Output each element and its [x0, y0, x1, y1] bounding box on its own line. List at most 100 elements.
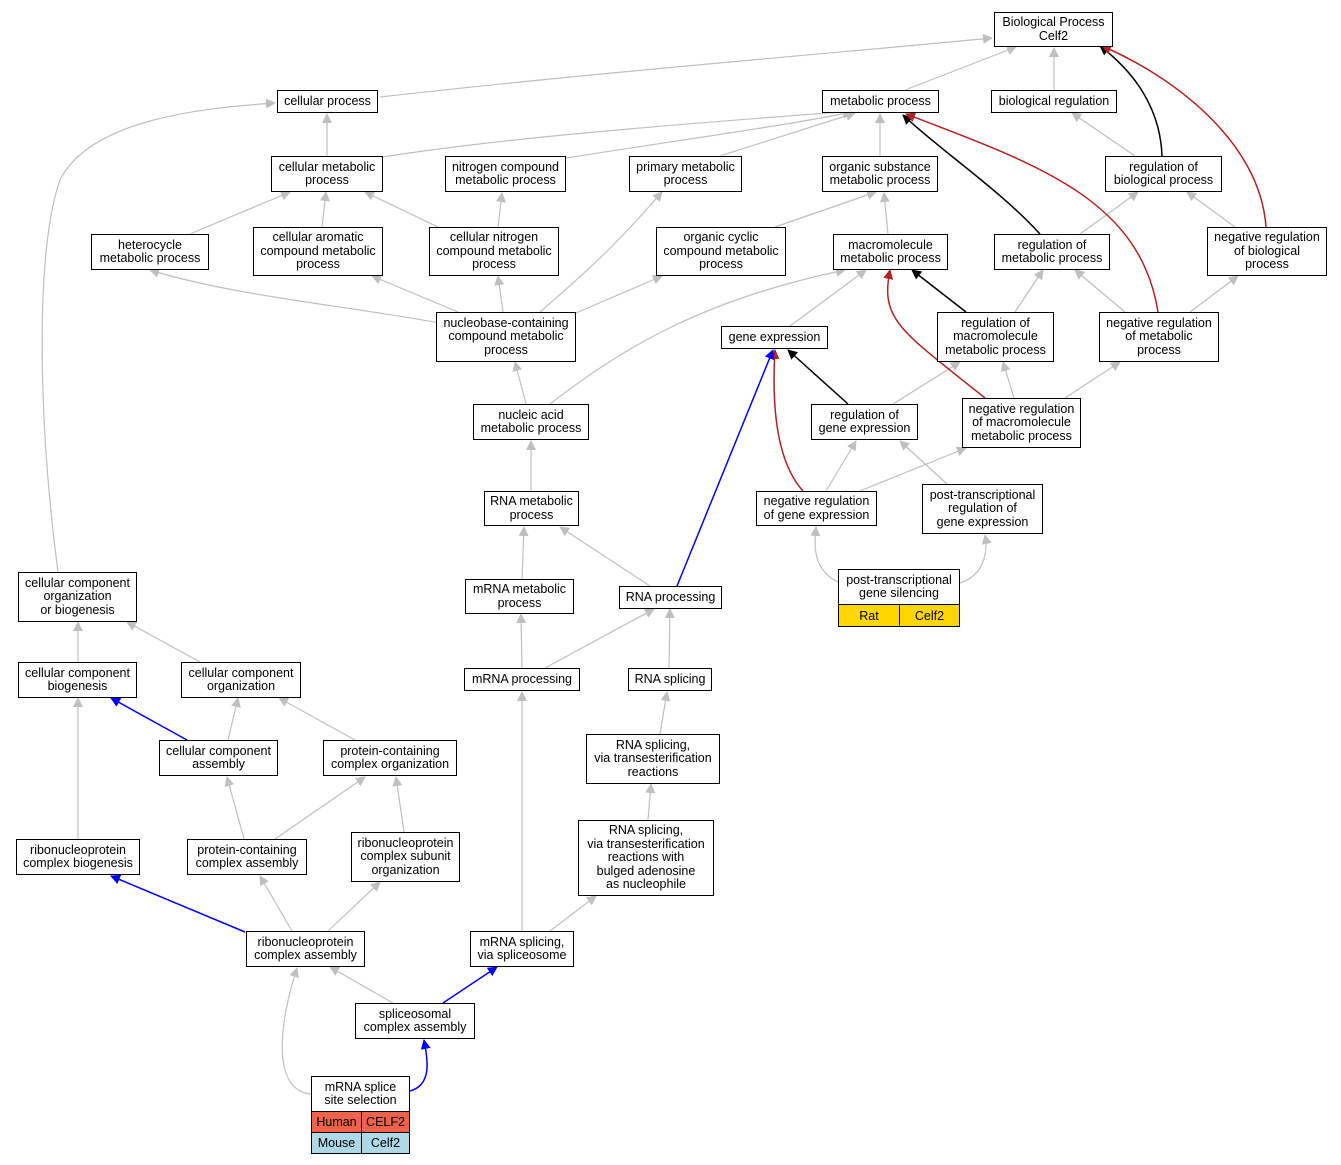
node-macromolecule-metabolic-process[interactable]: macromolecule metabolic process: [833, 234, 948, 270]
node-cellular-component-assembly[interactable]: cellular component assembly: [159, 740, 278, 776]
edge-rnp-assembly-to-rnp-biogenesis: [110, 874, 246, 933]
node-cellular-aromatic-compound-metabolic-process[interactable]: cellular aromatic compound metabolic pro…: [253, 227, 383, 276]
edge-aromatic-to-cellular-metabolic: [320, 191, 330, 228]
edge-neg-reg-macromolecule-to-macromolecule: [883, 269, 986, 399]
node-ribonucleoprotein-complex-biogenesis[interactable]: ribonucleoprotein complex biogenesis: [16, 839, 140, 875]
node-rna-metabolic-process[interactable]: RNA metabolic process: [484, 491, 579, 526]
node-rna-splicing[interactable]: RNA splicing: [628, 668, 712, 691]
edge-spliceosomal-to-mrna-splicing: [442, 966, 498, 1004]
edge-primary-to-metabolic: [719, 110, 856, 157]
gene-cell-human-celf2: CELF2: [361, 1111, 410, 1133]
edge-rna-splicing-to-rna-processing: [664, 608, 675, 669]
edge-mrna-metabolic-to-rna-metabolic: [518, 526, 529, 580]
node-rna-processing[interactable]: RNA processing: [619, 586, 722, 609]
edge-neg-reg-metabolic-to-metabolic: [905, 112, 1159, 313]
node-nitrogen-compound-metabolic-process[interactable]: nitrogen compound metabolic process: [445, 156, 566, 192]
edge-rna-processing-to-gene-expression: [676, 349, 775, 587]
node-metabolic-process[interactable]: metabolic process: [822, 90, 939, 113]
edge-organic-cyclic-to-organic-substance: [774, 190, 877, 228]
edge-bulged-to-rna-splicing-trans: [645, 783, 656, 821]
node-mrna-processing[interactable]: mRNA processing: [464, 668, 580, 691]
edge-silencing-to-neg-reg-gene: [810, 526, 841, 584]
node-ribonucleoprotein-complex-subunit-organization[interactable]: ribonucleoprotein complex subunit organi…: [351, 832, 460, 882]
gene-cell-mouse-celf2: Celf2: [361, 1132, 410, 1154]
node-cellular-component-organization[interactable]: cellular component organization: [181, 662, 301, 698]
node-cellular-metabolic-process[interactable]: cellular metabolic process: [271, 156, 383, 192]
edge-neg-reg-metabolic-to-reg-metabolic: [1074, 269, 1126, 313]
node-organic-cyclic-compound-metabolic-process[interactable]: organic cyclic compound metabolic proces…: [656, 227, 786, 276]
node-regulation-of-macromolecule-metabolic-process[interactable]: regulation of macromolecule metabolic pr…: [937, 312, 1054, 362]
edge-neg-reg-bp-to-root: [1101, 44, 1267, 228]
edge-neg-reg-gene-to-neg-reg-macromolecule: [859, 446, 967, 492]
node-biological-process-root[interactable]: Biological Process Celf2: [994, 12, 1113, 47]
node-heterocycle-metabolic-process[interactable]: heterocycle metabolic process: [91, 234, 209, 270]
edge-nucleic-acid-to-macromolecule: [549, 266, 846, 405]
node-post-transcriptional-gene-silencing[interactable]: post-transcriptional gene silencing: [838, 569, 960, 605]
gene-cell-rat-celf2: Celf2: [899, 604, 960, 627]
edge-protein-complex-assembly-to-protein-complex-org: [274, 776, 366, 840]
edge-ccob-to-cellular-process: [41, 98, 276, 573]
edge-reg-metabolic-to-metabolic: [902, 114, 1041, 235]
species-cell-rat: Rat: [838, 604, 900, 627]
node-regulation-of-biological-process[interactable]: regulation of biological process: [1105, 156, 1222, 192]
edge-rnp-assembly-to-protein-complex-assembly: [259, 875, 293, 932]
edge-heterocycle-to-cellular-metabolic: [189, 190, 291, 235]
edge-post-trans-reg-to-reg-gene: [899, 440, 948, 485]
edge-cellular-process-to-root: [379, 33, 993, 98]
node-cellular-process[interactable]: cellular process: [277, 90, 378, 113]
edge-neg-reg-gene-to-gene-expression: [769, 349, 804, 492]
edge-neg-reg-gene-to-reg-gene: [825, 440, 857, 492]
node-cellular-component-biogenesis[interactable]: cellular component biogenesis: [18, 662, 137, 698]
edge-cc-assembly-to-cc-biogenesis: [110, 697, 188, 741]
node-mrna-metabolic-process[interactable]: mRNA metabolic process: [465, 579, 574, 614]
node-negative-regulation-of-metabolic-process[interactable]: negative regulation of metabolic process: [1099, 312, 1219, 362]
edge-layer: [41, 33, 1267, 1095]
node-negative-regulation-of-gene-expression[interactable]: negative regulation of gene expression: [756, 491, 877, 526]
species-cell-mouse: Mouse: [311, 1132, 362, 1154]
edge-reg-metabolic-to-reg-bp: [1079, 191, 1139, 235]
node-protein-containing-complex-assembly[interactable]: protein-containing complex assembly: [187, 839, 307, 875]
edge-nucleic-acid-to-nucleobase: [512, 361, 527, 405]
edge-cellular-metabolic-to-metabolic: [382, 106, 853, 158]
node-protein-containing-complex-organization[interactable]: protein-containing complex organization: [323, 740, 457, 776]
node-regulation-of-gene-expression[interactable]: regulation of gene expression: [811, 404, 918, 440]
node-primary-metabolic-process[interactable]: primary metabolic process: [629, 156, 742, 192]
node-regulation-of-metabolic-process[interactable]: regulation of metabolic process: [994, 234, 1110, 270]
edge-silencing-to-post-trans-reg: [959, 534, 992, 584]
node-cellular-component-organization-or-biogenesis[interactable]: cellular component organization or bioge…: [18, 572, 137, 622]
node-ribonucleoprotein-complex-assembly[interactable]: ribonucleoprotein complex assembly: [246, 931, 365, 967]
edge-nucleobase-to-heterocycle: [149, 267, 441, 324]
edge-splice-site-to-rnp-assembly: [281, 967, 312, 1095]
edge-gene-expression-to-macromolecule: [789, 269, 867, 327]
node-gene-expression[interactable]: gene expression: [721, 326, 828, 349]
node-negative-regulation-of-biological-process[interactable]: negative regulation of biological proces…: [1207, 227, 1327, 276]
node-post-transcriptional-regulation-of-gene-expression[interactable]: post-transcriptional regulation of gene …: [922, 484, 1043, 534]
edge-macromolecule-to-organic-substance: [879, 192, 890, 235]
edge-nucleobase-to-cell-nitrogen: [494, 275, 505, 313]
edge-protein-complex-org-to-cc-organization: [278, 697, 356, 741]
node-nucleic-acid-metabolic-process[interactable]: nucleic acid metabolic process: [473, 404, 589, 440]
edge-nucleobase-to-organic-cyclic: [575, 274, 663, 314]
edge-protein-complex-assembly-to-cc-assembly: [224, 776, 245, 840]
node-biological-regulation[interactable]: biological regulation: [991, 90, 1117, 113]
edge-metabolic-to-root: [904, 45, 1017, 91]
node-mrna-splice-site-selection[interactable]: mRNA splice site selection: [311, 1076, 410, 1112]
edge-reg-macromolecule-to-macromolecule: [911, 269, 967, 313]
node-nucleobase-containing-compound-metabolic-process[interactable]: nucleobase-containing compound metabolic…: [436, 312, 576, 362]
node-cellular-nitrogen-compound-metabolic-process[interactable]: cellular nitrogen compound metabolic pro…: [429, 227, 559, 276]
species-cell-human: Human: [311, 1111, 362, 1133]
node-rna-splicing-via-transesterification-reactions[interactable]: RNA splicing, via transesterification re…: [586, 734, 720, 784]
edge-cell-nitrogen-to-cellular-metabolic: [364, 191, 441, 229]
node-spliceosomal-complex-assembly[interactable]: spliceosomal complex assembly: [355, 1003, 475, 1039]
edge-nucleobase-to-primary: [539, 191, 663, 313]
edge-rna-processing-to-rna-metabolic: [559, 526, 651, 587]
node-rna-splicing-bulged-adenosine[interactable]: RNA splicing, via transesterification re…: [578, 820, 714, 896]
edge-nucleobase-to-aromatic: [371, 274, 459, 313]
edge-reg-macromolecule-to-reg-metabolic: [1014, 269, 1044, 313]
edge-mrna-processing-to-mrna-metabolic: [516, 613, 527, 669]
node-organic-substance-metabolic-process[interactable]: organic substance metabolic process: [822, 156, 938, 192]
edge-reg-bp-to-bio-regulation: [1071, 112, 1136, 157]
node-mrna-splicing-via-spliceosome[interactable]: mRNA splicing, via spliceosome: [470, 931, 574, 967]
node-negative-regulation-of-macromolecule-metabolic-process[interactable]: negative regulation of macromolecule met…: [962, 398, 1081, 448]
